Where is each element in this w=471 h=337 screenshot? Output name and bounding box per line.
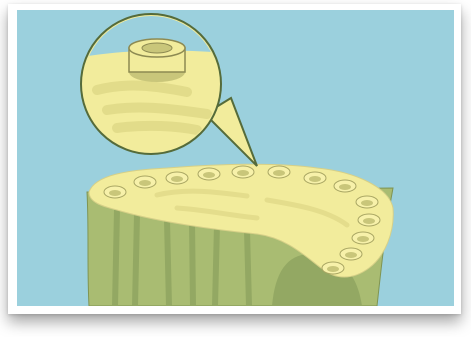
implant-post-hole <box>142 43 172 53</box>
implant-hole-center <box>309 176 321 182</box>
implant-hole-center <box>139 180 151 186</box>
implant-hole-center <box>203 172 215 178</box>
implant-hole-center <box>327 266 339 272</box>
implant-hole-center <box>345 252 357 258</box>
implant-hole-center <box>361 200 373 206</box>
implant-hole-center <box>339 184 351 190</box>
implant-hole-center <box>357 236 369 242</box>
implant-hole-center <box>237 170 249 176</box>
implant-hole-center <box>273 170 285 176</box>
implant-hole-center <box>363 218 375 224</box>
illustration-svg <box>17 10 454 306</box>
implant-hole-center <box>109 190 121 196</box>
implant-hole-center <box>171 176 183 182</box>
dental-implant-illustration <box>17 10 454 306</box>
